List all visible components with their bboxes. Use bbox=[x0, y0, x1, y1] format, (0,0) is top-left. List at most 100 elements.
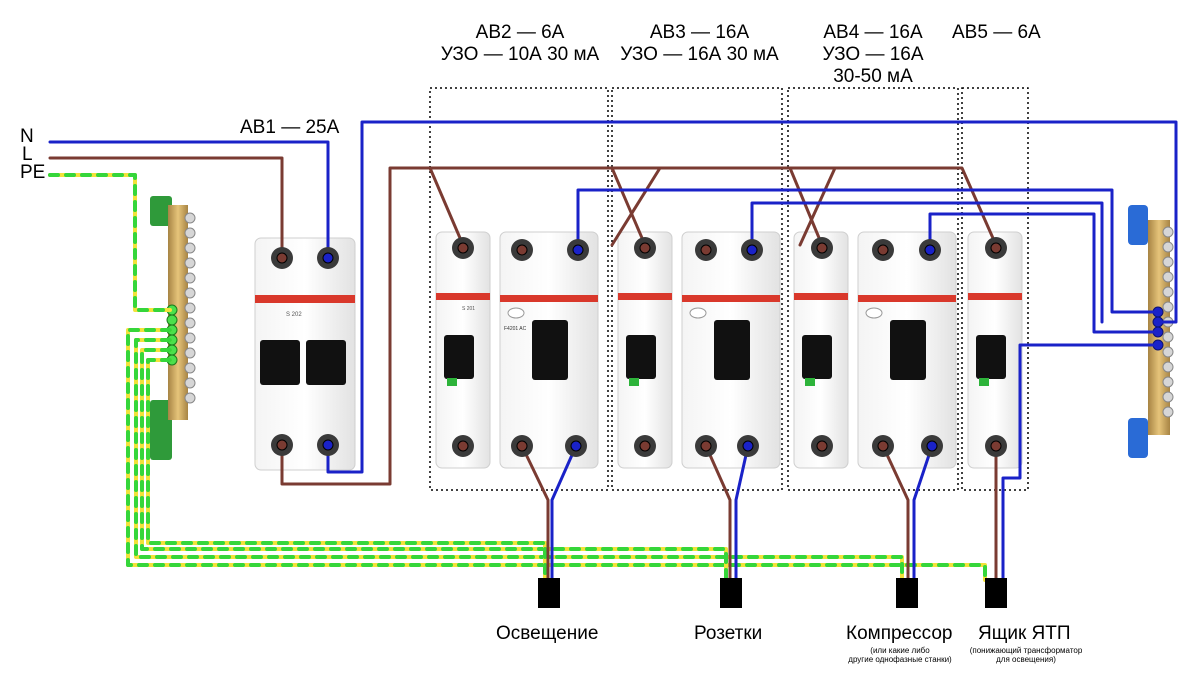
frame-ab3 bbox=[611, 87, 783, 491]
phase-terminal bbox=[516, 244, 528, 256]
rcd-model-text: F4201 AC bbox=[504, 326, 527, 332]
phase-terminal bbox=[700, 244, 712, 256]
pe-busbar bbox=[150, 196, 196, 460]
mcb2-brand-text: S 202 bbox=[286, 312, 302, 318]
phase-terminal bbox=[990, 242, 1002, 254]
phase-terminal bbox=[816, 242, 828, 254]
neutral-terminal bbox=[322, 439, 334, 451]
load-block-lighting bbox=[538, 578, 560, 608]
phase-terminal bbox=[276, 439, 288, 451]
label-pe: PE bbox=[20, 162, 46, 183]
phase-terminal bbox=[639, 242, 651, 254]
busbar-screw bbox=[184, 347, 196, 359]
busbar-screw bbox=[1162, 241, 1174, 253]
neutral-terminal bbox=[572, 244, 584, 256]
label-ab2-line1: АВ2 — 6А bbox=[475, 22, 565, 43]
busbar-screw bbox=[184, 212, 196, 224]
busbar-screw bbox=[1162, 331, 1174, 343]
busbar-screw bbox=[184, 242, 196, 254]
breaker-ab2: S 201 bbox=[435, 231, 491, 469]
label-ab1: АВ1 — 25А bbox=[240, 117, 340, 138]
label-ab4-line1: АВ4 — 16А bbox=[823, 22, 923, 43]
phase-terminal bbox=[639, 440, 651, 452]
neutral-terminal bbox=[742, 440, 754, 452]
phase-terminal bbox=[816, 440, 828, 452]
load-block-sockets bbox=[720, 578, 742, 608]
label-compressor: Компрессор bbox=[846, 623, 953, 644]
pe-wires bbox=[48, 173, 987, 582]
wires bbox=[48, 120, 1178, 582]
busbar-screw bbox=[1162, 391, 1174, 403]
phase-terminal bbox=[877, 244, 889, 256]
busbar-screw bbox=[184, 257, 196, 269]
label-ab3-line2: УЗО — 16А 30 мА bbox=[620, 44, 779, 65]
label-ab2: АВ2 — 6А УЗО — 10А 30 мА bbox=[430, 22, 610, 66]
neutral-terminal bbox=[746, 244, 758, 256]
label-ab5: АВ5 — 6А bbox=[952, 22, 1041, 43]
load-block-ytp bbox=[985, 578, 1007, 608]
busbar-screw bbox=[1162, 226, 1174, 238]
phase-terminal bbox=[516, 440, 528, 452]
neutral-terminal bbox=[570, 440, 582, 452]
busbar-screw bbox=[1162, 301, 1174, 313]
busbar-screw bbox=[184, 362, 196, 374]
load-block-compressor bbox=[896, 578, 918, 608]
phase-terminal bbox=[457, 440, 469, 452]
rcd-ab3 bbox=[681, 231, 781, 469]
label-ytp: Ящик ЯТП bbox=[978, 623, 1071, 644]
mcb-brand-text: S 201 bbox=[462, 306, 475, 312]
busbar-screw bbox=[1162, 361, 1174, 373]
neutral-wires bbox=[48, 120, 1178, 582]
note-compressor: (или какие либо другие однофазные станки… bbox=[836, 646, 964, 664]
neutral-busbar bbox=[1128, 205, 1174, 458]
phase-terminal bbox=[877, 440, 889, 452]
phase-terminal bbox=[990, 440, 1002, 452]
label-lighting: Освещение bbox=[496, 623, 599, 644]
breaker-ab1: S 202 bbox=[254, 237, 356, 471]
rcd-ab4 bbox=[857, 231, 957, 469]
devices: S 202 S 201 F4201 AC bbox=[254, 231, 1023, 471]
busbar-screw bbox=[1162, 406, 1174, 418]
note-ytp-1: (понижающий трансформатор bbox=[969, 646, 1083, 655]
busbar-screw bbox=[1162, 271, 1174, 283]
frame-ab4 bbox=[787, 87, 959, 491]
label-n: N bbox=[20, 126, 34, 147]
label-l: L bbox=[22, 144, 33, 165]
load-connectors bbox=[538, 578, 1007, 608]
breaker-ab5 bbox=[967, 231, 1023, 469]
label-ab4: АВ4 — 16А УЗО — 16А 30-50 мА bbox=[788, 22, 958, 88]
terminals bbox=[271, 237, 1007, 457]
phase-terminal bbox=[276, 252, 288, 264]
busbar-screw bbox=[184, 272, 196, 284]
label-ab2-line2: УЗО — 10А 30 мА bbox=[440, 44, 600, 65]
busbar-screw bbox=[1162, 346, 1174, 358]
rcd-ab2: F4201 AC bbox=[499, 231, 599, 469]
busbar-screw bbox=[1162, 256, 1174, 268]
busbar-screw bbox=[184, 287, 196, 299]
busbar-screw bbox=[184, 332, 196, 344]
note-ytp-2: для освещения) bbox=[996, 655, 1056, 664]
busbar-screw bbox=[184, 227, 196, 239]
note-ytp: (понижающий трансформатор для освещения) bbox=[962, 646, 1090, 664]
label-sockets: Розетки bbox=[694, 623, 763, 644]
busbar-screw bbox=[1162, 376, 1174, 388]
pe-terminal bbox=[166, 314, 178, 326]
phase-terminal bbox=[457, 242, 469, 254]
neutral-terminal bbox=[322, 252, 334, 264]
busbar-screw bbox=[184, 302, 196, 314]
phase-terminal bbox=[700, 440, 712, 452]
neutral-terminal bbox=[926, 440, 938, 452]
breaker-ab4 bbox=[793, 231, 849, 469]
busbar-screw bbox=[184, 317, 196, 329]
label-ab3: АВ3 — 16А УЗО — 16А 30 мА bbox=[612, 22, 787, 66]
breaker-ab3 bbox=[617, 231, 673, 469]
note-compressor-1: (или какие либо bbox=[870, 646, 930, 655]
label-ab4-line2: УЗО — 16А bbox=[822, 44, 924, 65]
phase-wires bbox=[48, 156, 998, 582]
busbar-screw bbox=[1162, 286, 1174, 298]
busbar-screw bbox=[184, 377, 196, 389]
busbar-screw bbox=[184, 392, 196, 404]
note-compressor-2: другие однофазные станки) bbox=[848, 655, 952, 664]
label-ab3-line1: АВ3 — 16А bbox=[649, 22, 750, 43]
